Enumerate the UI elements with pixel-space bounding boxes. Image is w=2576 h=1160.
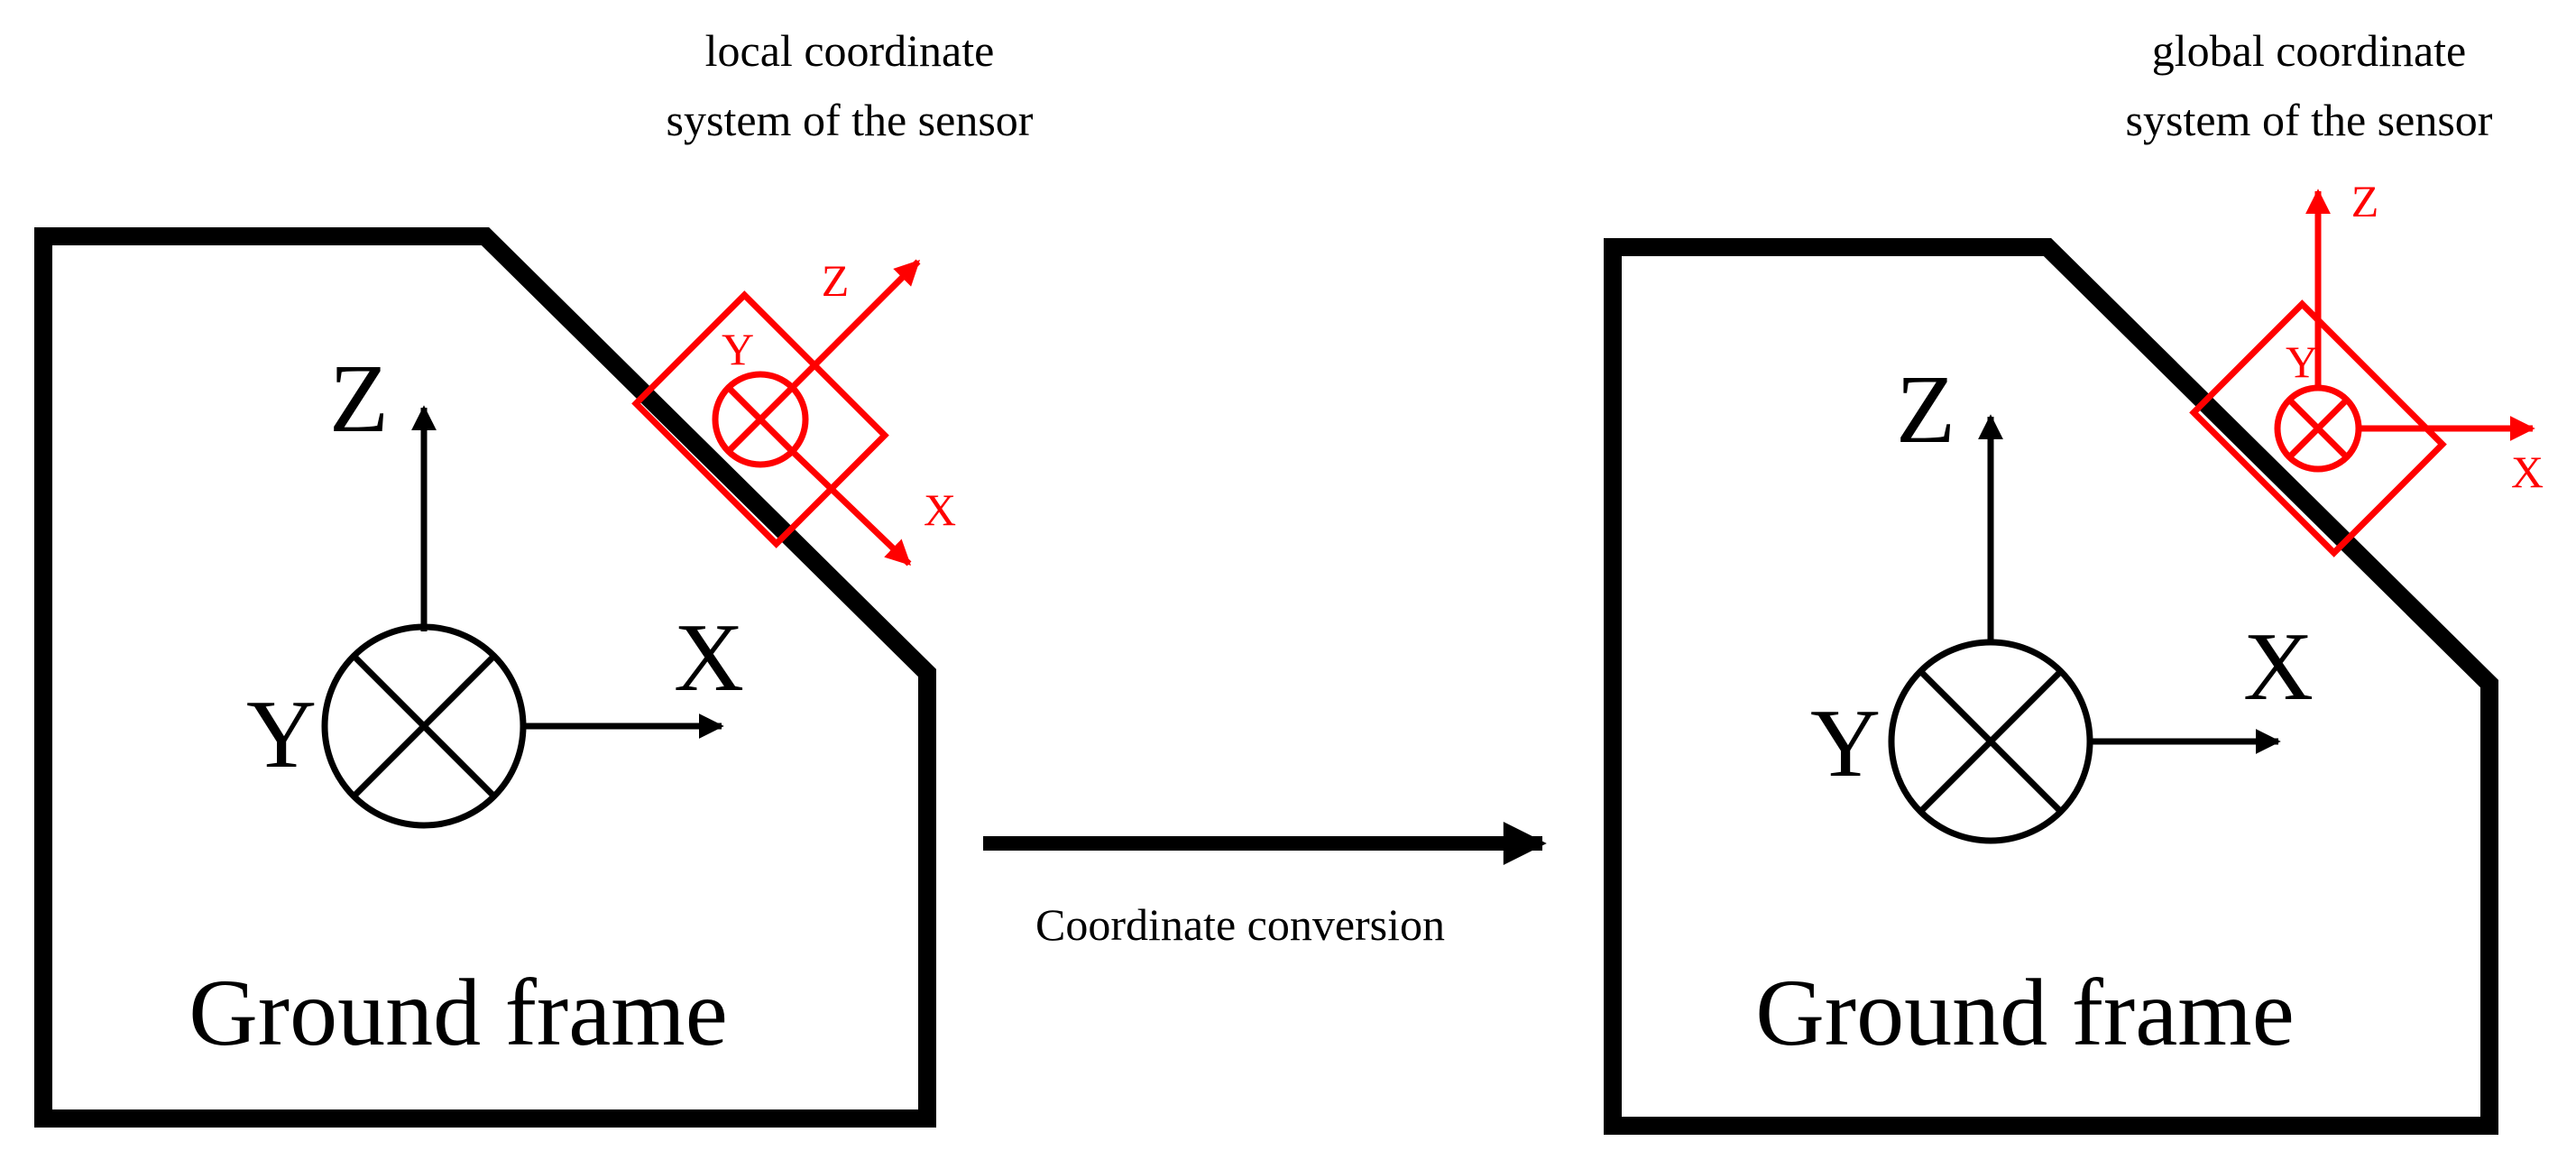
left-sensor-x-axis <box>789 448 912 566</box>
left-sensor-z-label: Z <box>822 255 850 306</box>
left-caption-line2: system of the sensor <box>667 95 1034 145</box>
conversion-arrow-group: Coordinate conversion <box>983 822 1547 950</box>
right-sensor-box <box>2189 299 2447 557</box>
right-ground-frame-label: Ground frame <box>1755 960 2295 1065</box>
left-ground-axes: Z X Y <box>246 345 744 829</box>
left-sensor-y-label: Y <box>722 324 754 374</box>
right-sensor-y-label: Y <box>2286 336 2318 387</box>
right-ground-z-label: Z <box>1896 356 1955 464</box>
right-ground-x-label: X <box>2243 613 2314 721</box>
left-ground-z-label: Z <box>329 345 389 453</box>
right-caption-line2: system of the sensor <box>2126 95 2493 145</box>
right-sensor-y-axis-symbol <box>2274 384 2362 473</box>
left-ground-x-label: X <box>674 604 744 712</box>
left-sensor-y-axis-symbol <box>712 371 809 468</box>
left-ground-y-label: Y <box>246 681 317 788</box>
right-sensor-x-label: X <box>2511 447 2544 497</box>
right-sensor: Z X Y <box>2189 176 2544 557</box>
left-ground-frame-outline <box>34 227 936 1128</box>
right-ground-frame-outline <box>1604 238 2498 1135</box>
right-sensor-z-label: Z <box>2351 176 2379 226</box>
left-sensor: Z X Y <box>631 255 956 566</box>
right-panel: global coordinate system of the sensor G… <box>1604 25 2544 1135</box>
right-ground-y-label: Y <box>1810 690 1881 797</box>
left-sensor-z-axis <box>789 259 921 391</box>
right-caption-line1: global coordinate <box>2152 25 2467 76</box>
left-ground-y-axis-symbol <box>321 623 527 829</box>
left-caption-line1: local coordinate <box>705 25 995 76</box>
right-ground-y-axis-symbol <box>1888 639 2093 844</box>
left-panel: local coordinate system of the sensor Gr… <box>34 25 1034 1128</box>
conversion-label: Coordinate conversion <box>1035 899 1445 950</box>
left-sensor-x-label: X <box>924 484 956 535</box>
left-ground-frame-label: Ground frame <box>189 960 728 1065</box>
right-ground-axes: Z X Y <box>1810 356 2314 844</box>
